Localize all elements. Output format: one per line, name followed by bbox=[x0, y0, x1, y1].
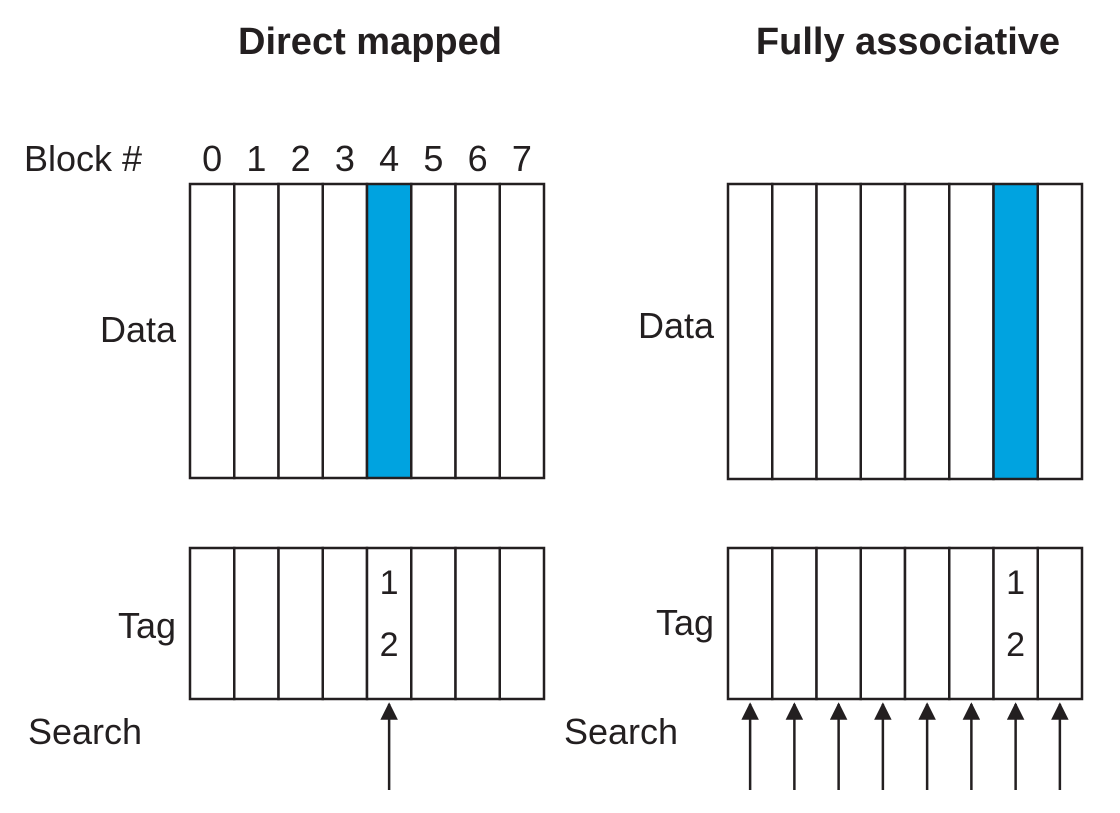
assoc-tag-array: 12 bbox=[726, 546, 1084, 701]
block-number: 3 bbox=[335, 138, 355, 179]
data-block bbox=[498, 182, 546, 480]
direct-tag-array: 12 bbox=[188, 546, 546, 701]
data-block bbox=[277, 182, 324, 480]
tag-block bbox=[815, 546, 862, 701]
tag-block bbox=[277, 546, 324, 701]
tag-block bbox=[410, 546, 457, 701]
tag-value-digit: 1 bbox=[1006, 564, 1025, 602]
block-number: 2 bbox=[291, 138, 311, 179]
data-block bbox=[771, 182, 818, 481]
data-block bbox=[1036, 182, 1084, 481]
assoc-search-label: Search bbox=[564, 711, 678, 752]
data-block bbox=[321, 182, 369, 480]
data-block bbox=[454, 182, 501, 480]
block-number: 0 bbox=[202, 138, 222, 179]
tag-value-digit: 1 bbox=[380, 564, 399, 602]
data-block bbox=[859, 182, 907, 481]
tag-block bbox=[454, 546, 501, 701]
data-block bbox=[188, 182, 236, 480]
block-number: 6 bbox=[468, 138, 488, 179]
data-block bbox=[233, 182, 280, 480]
data-block bbox=[948, 182, 995, 481]
direct-data-label: Data bbox=[100, 309, 177, 350]
tag-block bbox=[365, 546, 413, 701]
tag-block bbox=[321, 546, 369, 701]
tag-block bbox=[903, 546, 951, 701]
tag-block bbox=[771, 546, 818, 701]
block-number: 7 bbox=[512, 138, 532, 179]
direct-tag-label: Tag bbox=[118, 605, 176, 646]
assoc-search-arrows bbox=[741, 702, 1069, 790]
fully-associative-title: Fully associative bbox=[756, 21, 1060, 63]
direct-mapped-title: Direct mapped bbox=[238, 21, 502, 63]
data-block bbox=[726, 182, 774, 481]
fully-associative-panel: Fully associative Data Tag 12 Search bbox=[564, 21, 1084, 790]
tag-block bbox=[948, 546, 995, 701]
assoc-data-array bbox=[726, 182, 1084, 481]
tag-value-digit: 2 bbox=[380, 626, 399, 664]
assoc-data-label: Data bbox=[638, 305, 715, 346]
block-number: 5 bbox=[423, 138, 443, 179]
data-block bbox=[815, 182, 862, 481]
tag-block bbox=[233, 546, 280, 701]
tag-value-digit: 2 bbox=[1006, 626, 1025, 664]
block-number: 1 bbox=[246, 138, 266, 179]
block-number: 4 bbox=[379, 138, 399, 179]
tag-block bbox=[1036, 546, 1084, 701]
block-number-label: Block # bbox=[24, 138, 142, 179]
tag-block bbox=[992, 546, 1039, 701]
tag-block bbox=[726, 546, 774, 701]
assoc-tag-label: Tag bbox=[656, 602, 714, 643]
tag-block bbox=[859, 546, 907, 701]
data-block-highlighted bbox=[992, 182, 1039, 481]
direct-data-array bbox=[188, 182, 546, 480]
tag-block bbox=[498, 546, 546, 701]
data-block bbox=[410, 182, 457, 480]
direct-search-label: Search bbox=[28, 711, 142, 752]
data-block-highlighted bbox=[365, 182, 413, 480]
tag-block bbox=[188, 546, 236, 701]
data-block bbox=[903, 182, 951, 481]
